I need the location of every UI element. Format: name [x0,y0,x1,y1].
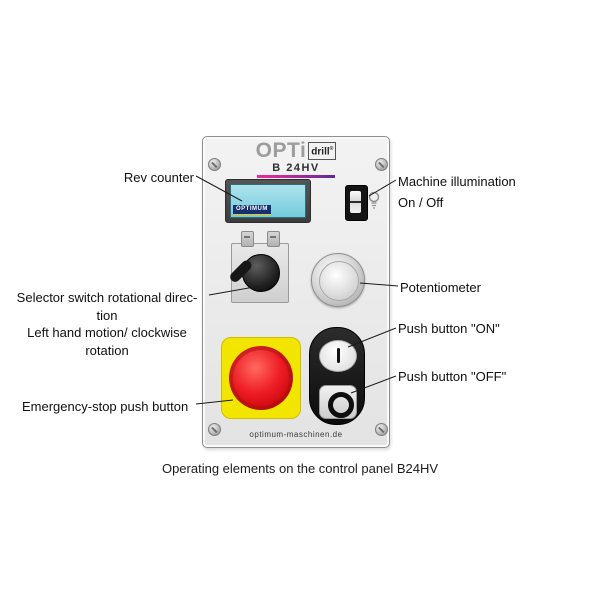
rocker-actuator [350,191,361,213]
emergency-stop-ring [229,346,293,410]
lamp-icon [368,191,380,209]
display-screen: OPTIMUM [230,184,306,218]
label-potentiometer: Potentiometer [400,280,481,295]
label-machine-illumination: Machine illumination On / Off [398,171,538,213]
label-machine-illumination-line2: On / Off [398,195,444,210]
terminal-screw-icon [267,231,280,247]
label-emergency-stop: Emergency-stop push button [22,399,189,414]
brand-logo-text: OPTi [255,139,307,162]
label-selector-line2: tion [96,307,118,323]
off-symbol-icon [328,392,354,418]
registered-mark: ® [329,146,334,152]
on-symbol-icon [336,348,340,363]
label-selector-line1: Selector switch rotational direc- [16,290,198,305]
emergency-stop-button [233,350,289,406]
label-selector-switch: Selector switch rotational direc- tion L… [6,289,208,359]
brand-logo-product: drill® [308,142,337,161]
push-button-on [319,340,357,372]
potentiometer-knob [311,253,365,307]
push-button-off [319,385,357,419]
panel-screw-icon [375,158,388,171]
emergency-stop-base [221,337,301,419]
panel-screw-icon [208,423,221,436]
terminal-screw-icon [241,231,254,247]
brand-logo-model: B 24HV [272,162,320,174]
onoff-button-unit [309,327,365,425]
label-rev-counter: Rev counter [123,170,194,185]
illumination-rocker-switch [345,185,368,221]
figure-caption: Operating elements on the control panel … [161,461,439,476]
label-selector-line3: Left hand motion/ clockwise [27,325,187,340]
label-push-button-off: Push button "OFF" [398,369,507,384]
display-brand-label: OPTIMUM [233,205,271,215]
panel-screw-icon [208,158,221,171]
label-machine-illumination-line1: Machine illumination [398,174,516,189]
brand-logo-row: OPTi drill® [244,140,348,161]
rev-counter-display: OPTIMUM [225,179,311,223]
label-push-button-on: Push button "ON" [398,321,500,336]
brand-logo: OPTi drill® B 24HV [244,140,348,178]
rocker-split-line [350,201,361,203]
direction-selector-switch [228,231,289,303]
brand-product-text: drill [311,146,330,158]
panel-footer-url: optimum-maschinen.de [249,430,343,439]
potentiometer-dome [319,261,359,301]
brand-accent-bar [257,175,335,178]
panel-screw-icon [375,423,388,436]
label-selector-line4: rotation [85,342,129,358]
control-panel: OPTi drill® B 24HV OPTIMUM [202,136,390,448]
